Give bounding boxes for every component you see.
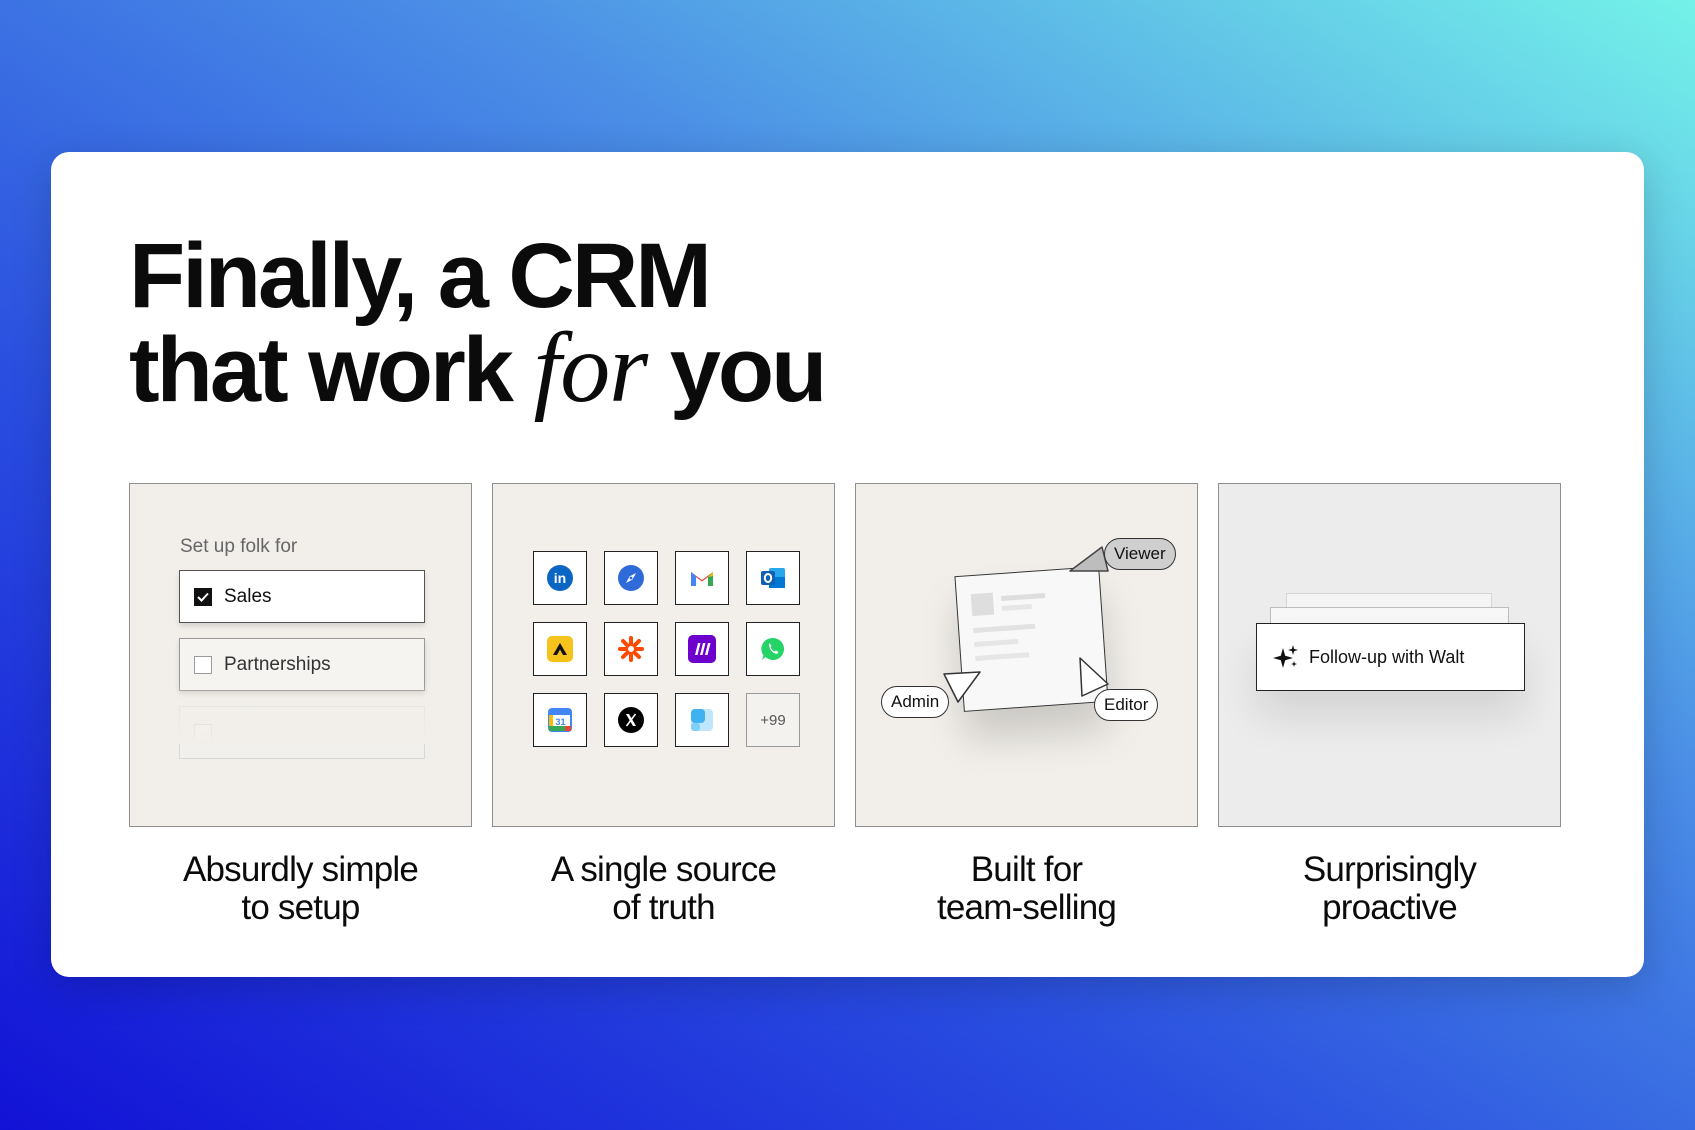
whatsapp-icon[interactable] [746,622,800,676]
more-integrations-badge[interactable]: +99 [746,693,800,747]
feature-tile-team: Viewer Admin Editor [855,483,1198,827]
cursor-editor-icon [1079,657,1109,697]
caption-line: proactive [1322,888,1458,927]
safari-icon[interactable] [604,551,658,605]
zapier-icon[interactable] [604,622,658,676]
option-partnerships[interactable]: Partnerships [179,638,425,691]
feature-tile-setup: Set up folk for Sales Partnerships [129,483,472,827]
feature-tile-integrations: in 31 [492,483,835,827]
role-badge-viewer: Viewer [1104,538,1176,570]
feature-caption-integrations: A single source of truth [492,851,835,927]
shared-document [954,566,1109,712]
caption-line: Absurdly simple [182,850,419,889]
role-badge-editor: Editor [1094,689,1159,721]
lemlist-icon[interactable] [533,622,587,676]
svg-text:in: in [554,570,566,586]
linkedin-icon[interactable]: in [533,551,587,605]
headline-line-1: Finally, a CRM [129,225,712,327]
headline-emphasis: for [533,312,648,423]
caption-line: Built for [970,850,1083,889]
sparkle-icon [1273,645,1298,668]
setup-label: Set up folk for [180,536,298,557]
headline-line-2-start: that work [129,319,534,421]
hero-card: Finally, a CRM that work for you Set up … [51,152,1644,977]
follow-up-label: Follow-up with Walt [1309,646,1465,667]
caption-line: to setup [241,888,360,927]
role-badge-admin: Admin [881,686,950,718]
google-calendar-icon[interactable]: 31 [533,693,587,747]
gmail-icon[interactable] [675,551,729,605]
folk-icon[interactable] [675,693,729,747]
feature-caption-proactive: Surprisingly proactive [1218,851,1561,927]
headline-line-2-end: you [647,319,828,421]
follow-up-action[interactable]: Follow-up with Walt [1256,623,1525,691]
caption-line: of truth [612,888,715,927]
caption-line: team-selling [936,888,1117,927]
option-label: Partnerships [224,653,331,675]
fade-overlay [140,684,460,744]
cursor-admin-icon [943,671,981,703]
make-icon[interactable] [675,622,729,676]
option-label: Sales [224,585,272,607]
integrations-grid: in 31 [533,551,800,747]
outlook-icon[interactable] [746,551,800,605]
checkbox-unchecked-icon[interactable] [194,655,212,674]
feature-tile-proactive: Follow-up with Walt [1218,483,1561,827]
feature-caption-setup: Absurdly simple to setup [129,851,472,927]
x-icon[interactable] [604,693,658,747]
svg-text:31: 31 [555,717,565,727]
headline-line-2: that work for you [129,318,827,418]
headline: Finally, a CRM that work for you [129,225,827,418]
option-sales[interactable]: Sales [179,570,425,623]
caption-line: A single source [550,850,777,889]
checkbox-checked-icon[interactable] [194,587,212,606]
caption-line: Surprisingly [1302,850,1477,889]
feature-caption-team: Built for team-selling [855,851,1198,927]
